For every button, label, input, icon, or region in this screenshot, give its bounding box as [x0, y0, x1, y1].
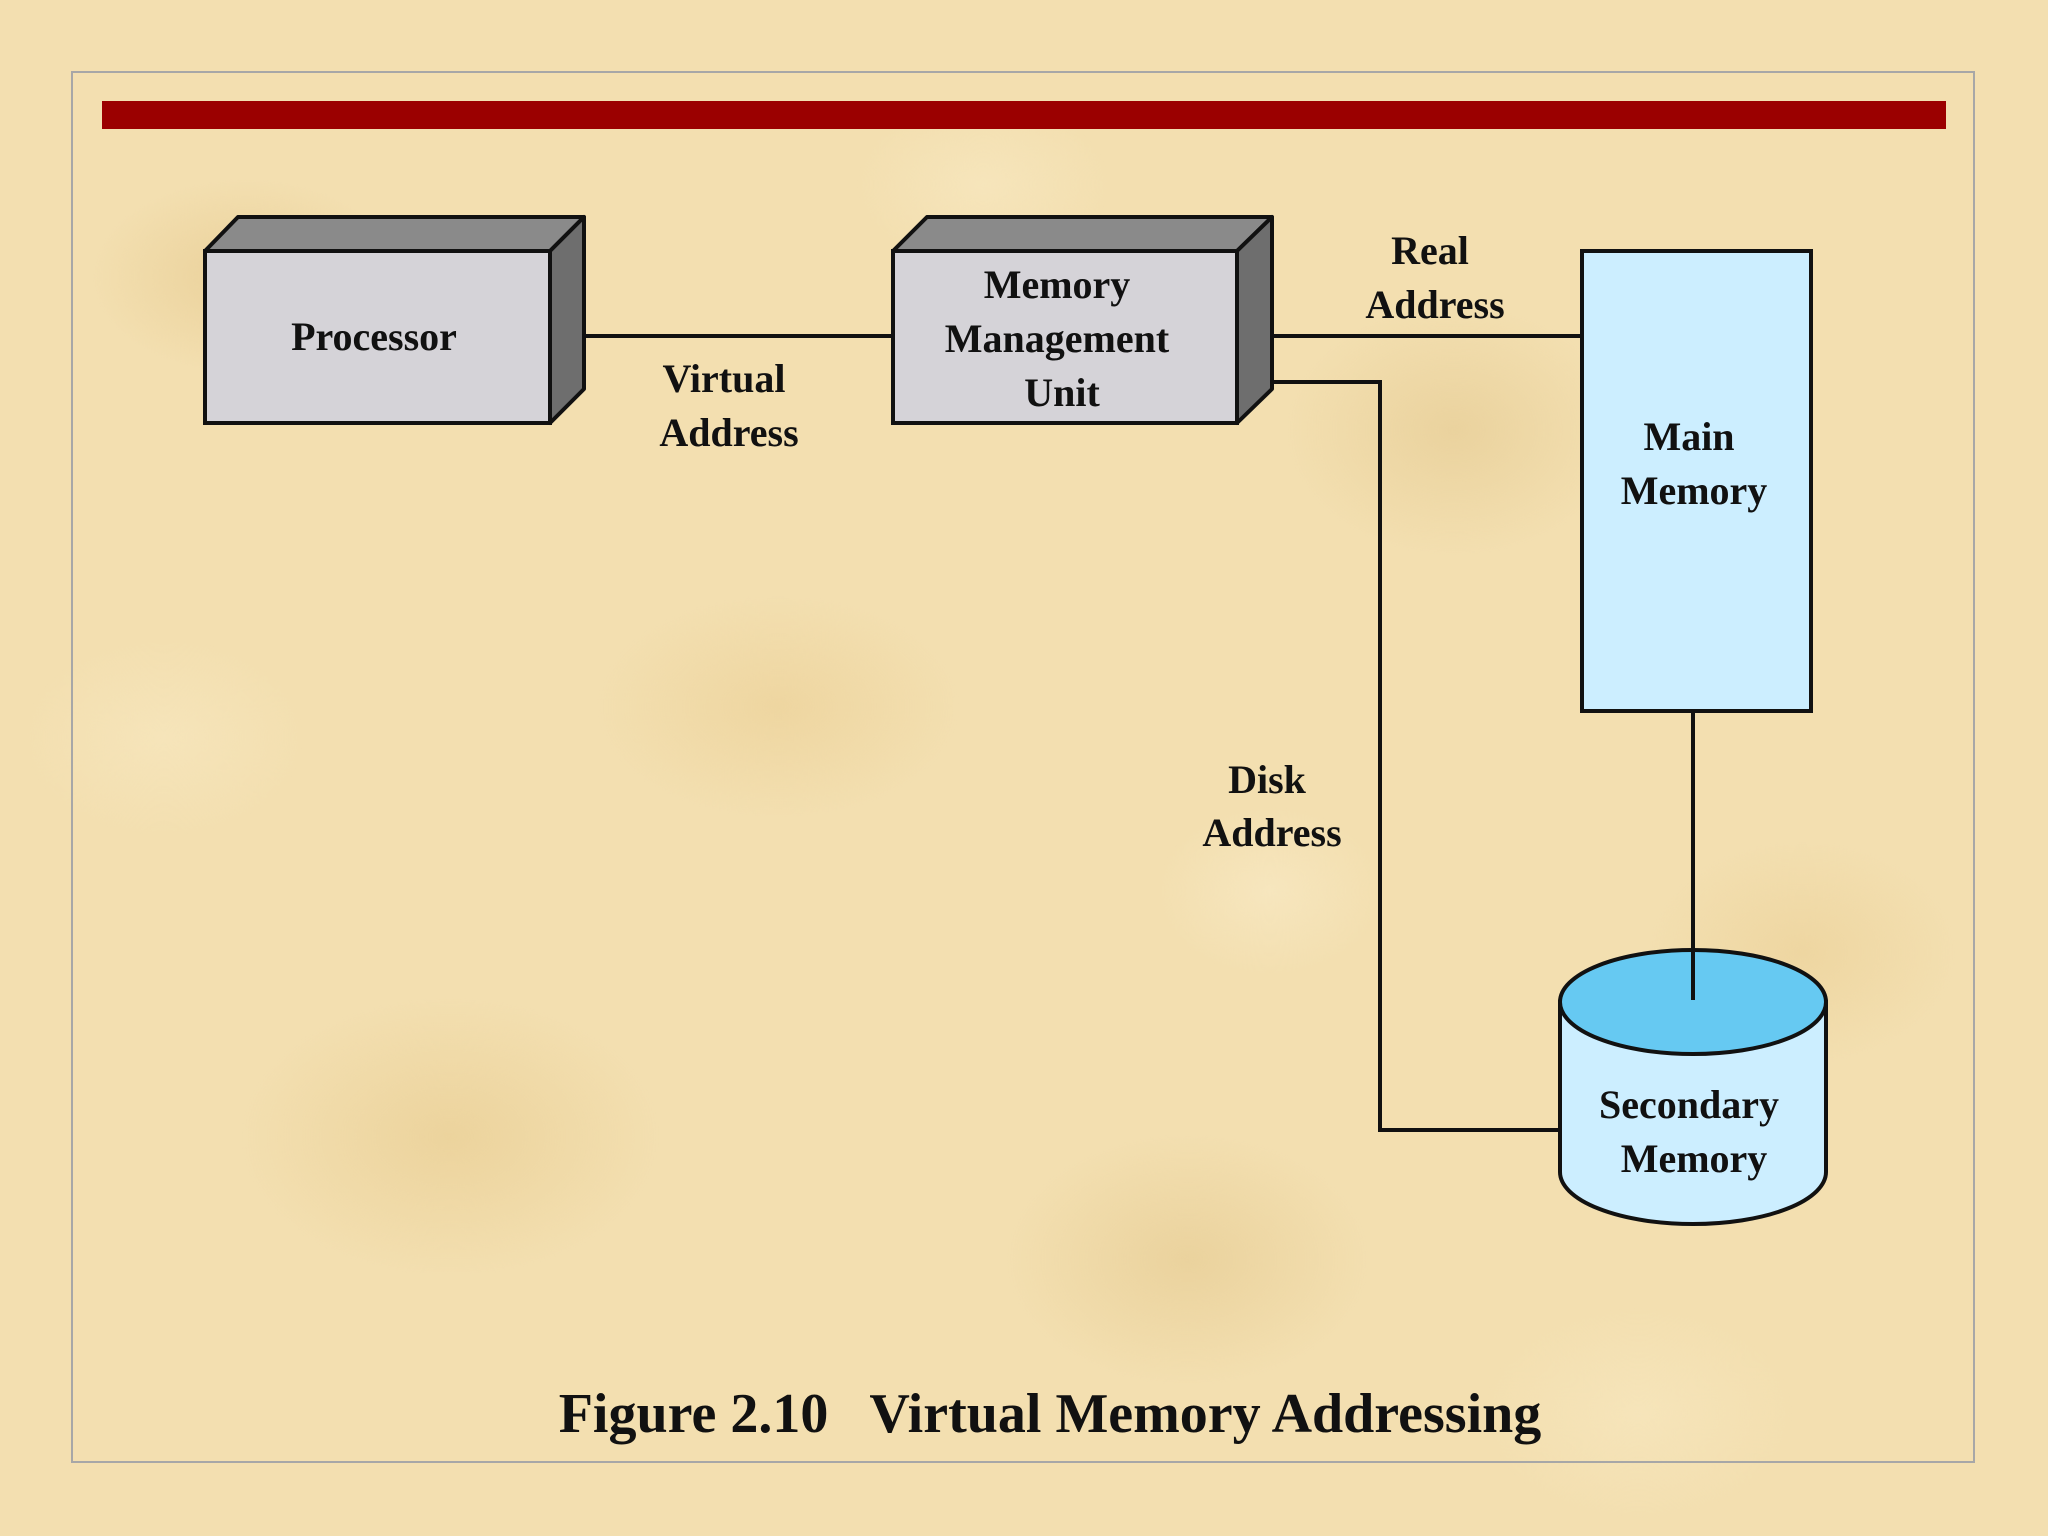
main-memory-box: Main Memory [1580, 249, 1813, 713]
mmu-box-face [891, 249, 1239, 425]
figure-title: Virtual Memory Addressing [869, 1383, 1542, 1445]
secondary-memory-cylinder: Secondary Memory [1558, 948, 1828, 1226]
processor-label: Processor [291, 314, 457, 359]
processor-box-side [548, 215, 586, 425]
mmu-box-top [891, 215, 1274, 253]
figure-number: Figure 2.10 [558, 1383, 829, 1445]
cylinder-body [1558, 1000, 1828, 1226]
mmu-box: Memory Management Unit [891, 215, 1274, 425]
processor-box: Processor [203, 215, 586, 425]
title-bar [102, 101, 1946, 129]
connectors [566, 334, 1695, 1132]
main-memory-label: Main Memory [1621, 414, 1768, 513]
mmu-box-side [1235, 215, 1274, 425]
virtual-address-label: Virtual Address [659, 356, 798, 455]
processor-box-face [203, 249, 552, 425]
disk-address-label: Disk Address [1202, 757, 1341, 855]
figure-caption: Figure 2.10 Virtual Memory Addressing [0, 1382, 2048, 1446]
slide-frame [71, 71, 1975, 1463]
real-address-label: Real Address [1365, 228, 1504, 327]
secondary-memory-label: Secondary Memory [1599, 1082, 1789, 1181]
mmu-label: Memory Management Unit [945, 262, 1179, 415]
main-memory-rect [1580, 249, 1813, 713]
disk-address-connector [1254, 380, 1560, 1132]
processor-box-top [203, 215, 586, 253]
